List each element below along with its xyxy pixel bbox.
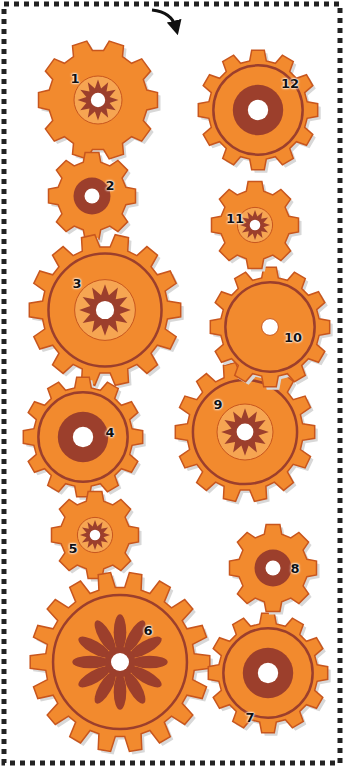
inner-border bbox=[8, 8, 336, 759]
gear-hub bbox=[243, 648, 293, 698]
axle-hole bbox=[248, 100, 268, 120]
gear-rim bbox=[53, 595, 187, 729]
gear-rim bbox=[38, 392, 127, 481]
axle-hole bbox=[96, 301, 114, 319]
gear-teeth bbox=[23, 377, 142, 496]
checkered-border bbox=[4, 4, 340, 763]
callout-number: 11 bbox=[226, 211, 244, 226]
gear-teeth bbox=[198, 50, 317, 169]
gear-hub bbox=[233, 85, 283, 135]
gear-shape bbox=[30, 572, 210, 752]
spoke bbox=[114, 614, 127, 650]
gear-rim bbox=[48, 253, 161, 366]
gear-hub bbox=[74, 178, 111, 215]
spoke bbox=[132, 656, 168, 669]
gear-shape bbox=[175, 362, 315, 502]
gear: 5 bbox=[51, 491, 139, 579]
gear-hub bbox=[255, 550, 292, 587]
gear-teeth bbox=[49, 153, 136, 240]
gear-shape bbox=[48, 152, 136, 240]
gear-teeth bbox=[29, 235, 180, 386]
gear-shape bbox=[229, 524, 317, 612]
gear-teeth bbox=[39, 41, 158, 159]
axle-hole bbox=[111, 653, 129, 671]
gear-rim bbox=[225, 282, 314, 371]
gear: 12 bbox=[198, 50, 318, 170]
gear-shape bbox=[29, 234, 181, 386]
gear: 9 bbox=[175, 362, 315, 502]
gear-teeth bbox=[175, 363, 314, 502]
rotation-arrow bbox=[152, 10, 176, 28]
axle-hole bbox=[73, 427, 93, 447]
axle-hole bbox=[266, 561, 281, 576]
gear-teeth bbox=[230, 525, 317, 612]
star-hole bbox=[240, 210, 270, 240]
axle-hole bbox=[90, 530, 101, 541]
gear-teeth bbox=[52, 492, 139, 579]
gear-shape bbox=[210, 267, 330, 387]
callout-number: 7 bbox=[245, 710, 254, 725]
axle-hole bbox=[262, 319, 279, 336]
gear: 3 bbox=[29, 234, 181, 386]
gear: 10 bbox=[210, 267, 330, 387]
star-hole bbox=[79, 284, 131, 336]
gear-shape bbox=[208, 613, 328, 733]
axle-hole bbox=[237, 424, 254, 441]
gear-teeth bbox=[208, 613, 327, 732]
gear-rim bbox=[223, 628, 312, 717]
gear-teeth bbox=[212, 182, 299, 269]
gear: 7 bbox=[208, 613, 328, 733]
gear: 1 bbox=[38, 40, 158, 160]
star-hole bbox=[80, 520, 110, 550]
star-hole bbox=[78, 80, 119, 121]
gear-hub bbox=[77, 517, 112, 552]
axle-hole bbox=[85, 189, 100, 204]
gear-rim bbox=[193, 380, 297, 484]
gear-shape bbox=[211, 181, 299, 269]
gear: 4 bbox=[23, 377, 143, 497]
gear-shape bbox=[198, 50, 318, 170]
spoke bbox=[114, 674, 127, 710]
callout-number: 9 bbox=[213, 397, 222, 412]
gear-hub bbox=[105, 647, 136, 678]
gear: 2 bbox=[48, 152, 136, 240]
gear: 11 bbox=[211, 181, 299, 269]
axle-hole bbox=[258, 663, 278, 683]
callout-number: 12 bbox=[281, 76, 299, 91]
callout-number: 1 bbox=[70, 71, 79, 86]
gear: 8 bbox=[229, 524, 317, 612]
gear-hub bbox=[74, 76, 122, 124]
star-hole bbox=[221, 408, 269, 456]
gear-teeth bbox=[210, 267, 329, 386]
gear-hub bbox=[217, 404, 273, 460]
callout-number: 4 bbox=[105, 425, 114, 440]
callout-number: 10 bbox=[284, 330, 302, 345]
spoke bbox=[72, 656, 108, 669]
callout-number: 8 bbox=[290, 561, 299, 576]
axle-hole bbox=[250, 220, 261, 231]
gear-shape bbox=[38, 40, 158, 160]
gear-hub bbox=[75, 280, 136, 341]
gear: 6 bbox=[30, 572, 210, 752]
callout-number: 6 bbox=[143, 623, 152, 638]
gear-rim bbox=[213, 65, 302, 154]
callout-number: 5 bbox=[68, 541, 77, 556]
callout-number: 2 bbox=[105, 178, 114, 193]
gear-teeth bbox=[30, 573, 210, 752]
gear-hub bbox=[58, 412, 108, 462]
gear-shape bbox=[23, 377, 143, 497]
axle-hole bbox=[91, 93, 105, 107]
callout-number: 3 bbox=[72, 276, 81, 291]
gear-shape bbox=[51, 491, 139, 579]
